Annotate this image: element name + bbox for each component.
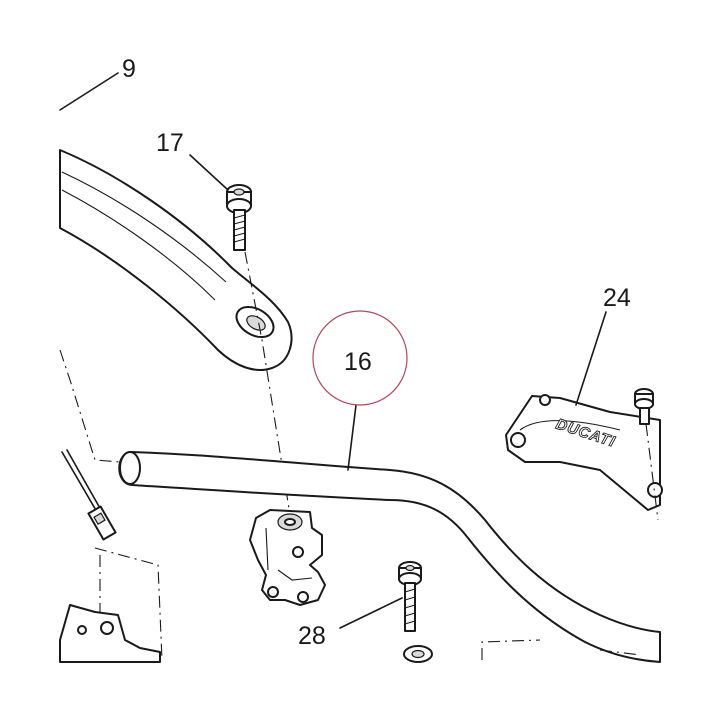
handlebar-tube — [118, 451, 661, 663]
lower-housing — [59, 604, 161, 663]
cable-inner — [66, 449, 102, 511]
callout-28: 28 — [298, 622, 326, 650]
assembly-axis-24 — [645, 423, 659, 521]
cable — [61, 451, 98, 513]
leader-9 — [59, 72, 119, 111]
phantom-outline-switch — [94, 547, 163, 661]
callout-24: 24 — [603, 284, 631, 312]
leader-28 — [339, 597, 403, 629]
phantom-outline-left — [59, 349, 121, 463]
leader-17 — [189, 154, 229, 191]
phantom-outline-bottom — [481, 639, 641, 660]
bolt-17 — [226, 184, 252, 251]
top-clamp-24: DUCATI — [505, 394, 663, 511]
assembly-axis-17 — [244, 251, 291, 516]
lever-arm — [59, 149, 293, 371]
leader-16 — [347, 404, 357, 471]
cable-connector — [87, 505, 117, 541]
lever-clamp — [249, 509, 326, 606]
callout-17: 17 — [156, 129, 184, 157]
bolt-28 — [398, 561, 433, 663]
highlight-circle — [312, 310, 408, 406]
leader-24 — [575, 311, 607, 406]
callout-16: 16 — [344, 348, 372, 376]
bolt-24 — [634, 388, 654, 425]
callout-9: 9 — [122, 55, 136, 83]
